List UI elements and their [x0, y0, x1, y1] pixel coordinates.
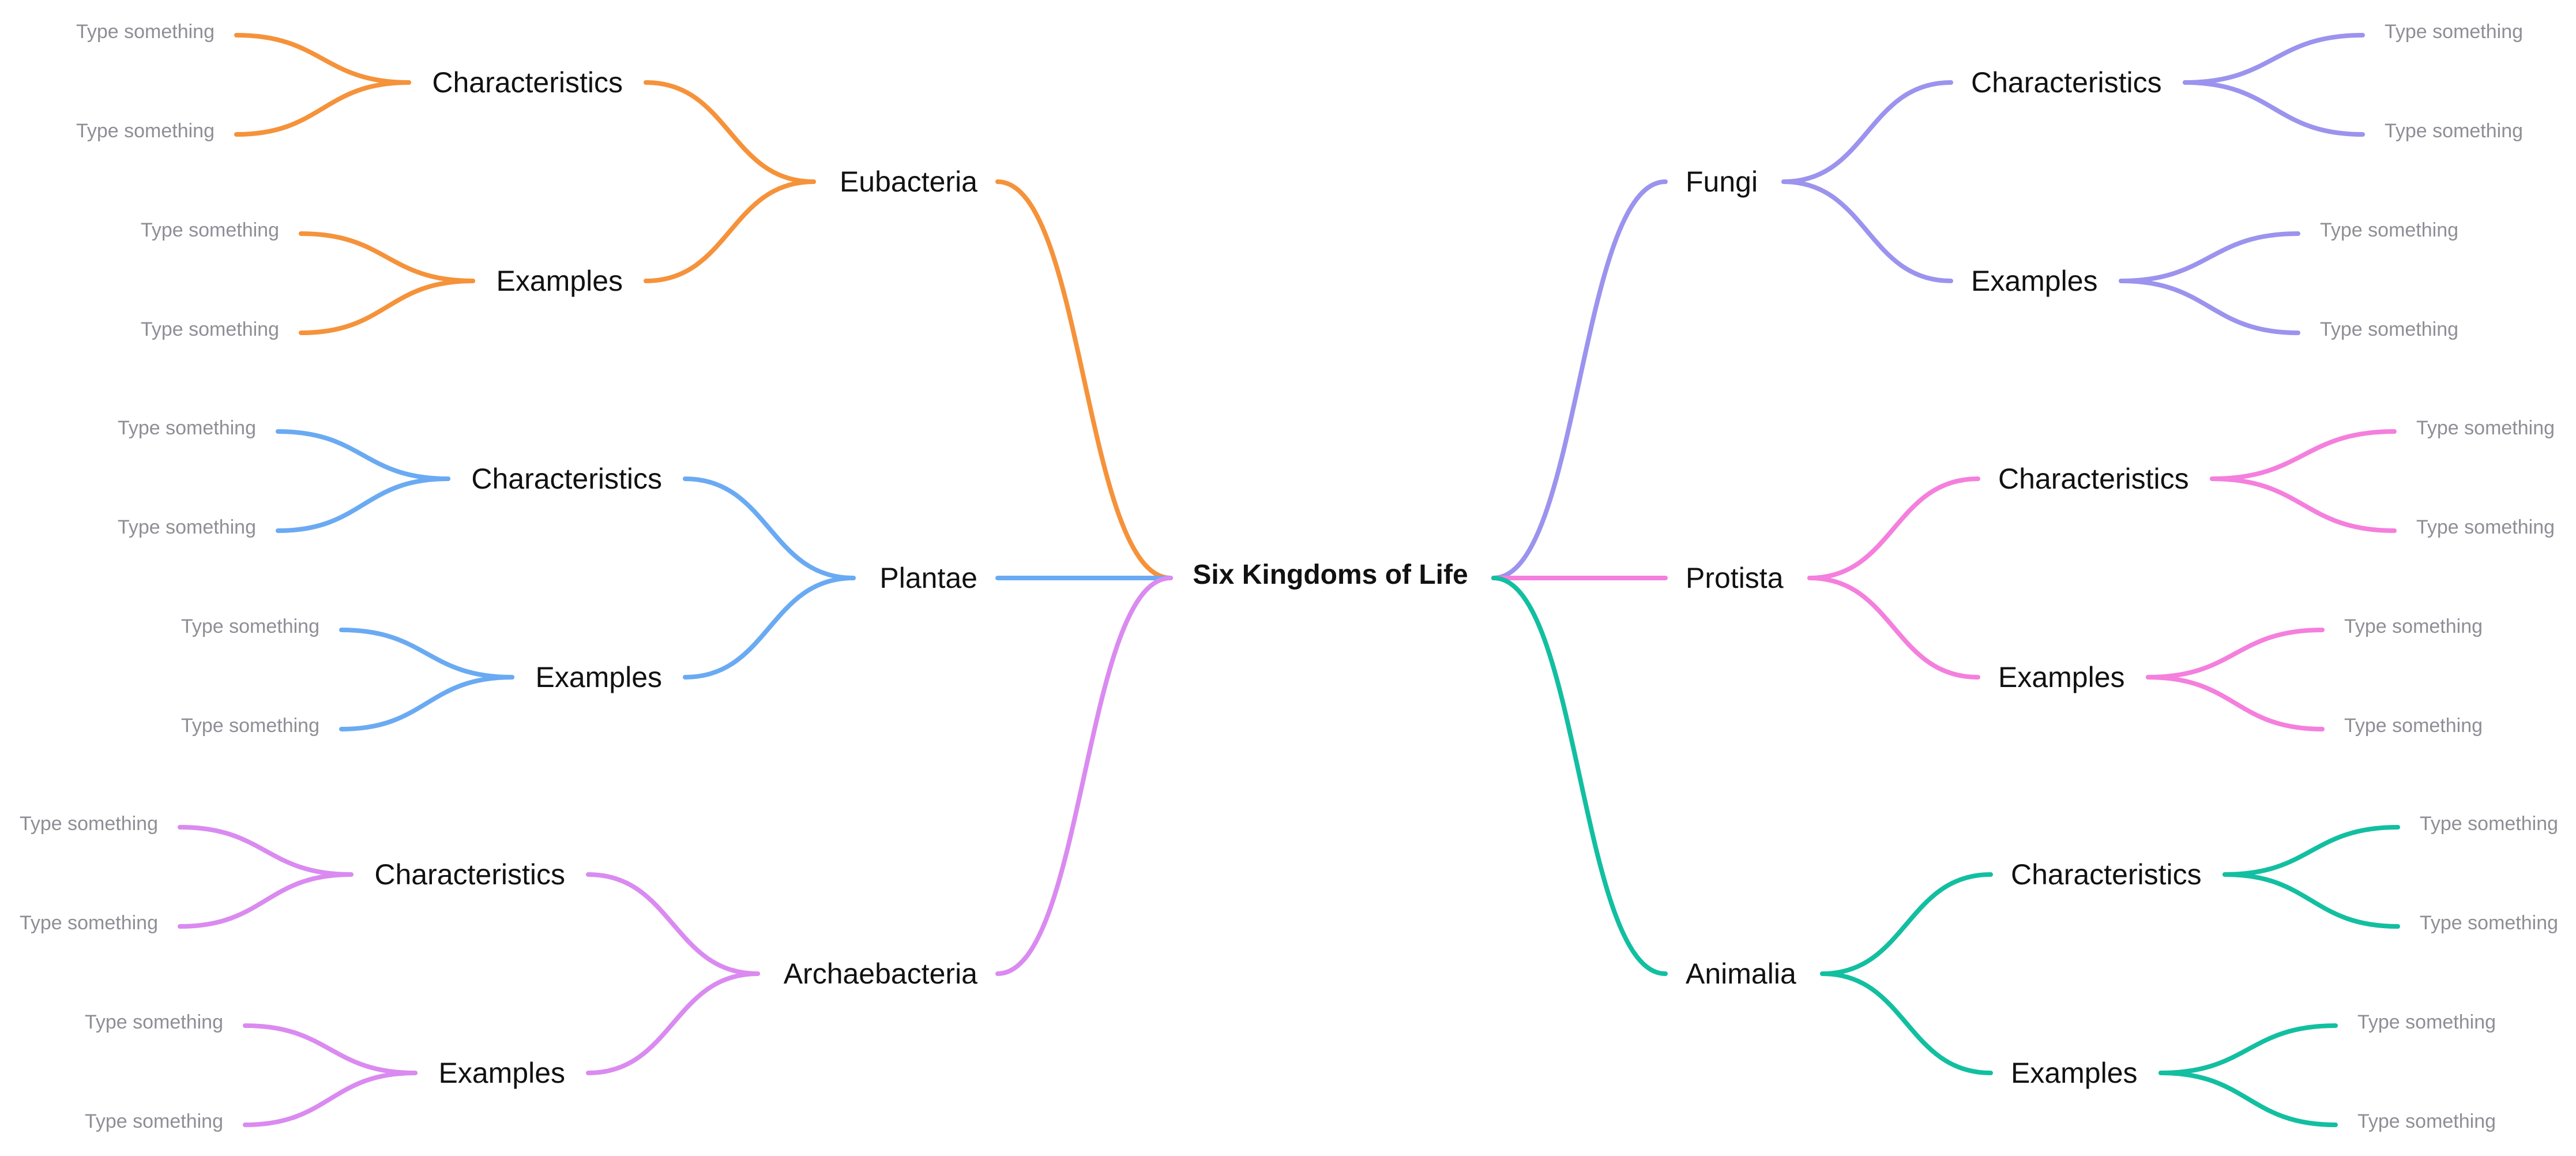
leaf-placeholder[interactable]: Type something	[2320, 318, 2459, 340]
leaf-placeholder[interactable]: Type something	[76, 21, 215, 43]
topic-to-leaf-connector	[339, 675, 514, 731]
kingdom-node-protista[interactable]: Protista	[1686, 562, 1784, 594]
leaf-placeholder[interactable]: Type something	[19, 813, 158, 835]
kingdom-to-topic-connector	[1807, 576, 1980, 680]
topic-to-leaf-connector	[2222, 825, 2400, 877]
leaf-placeholder[interactable]: Type something	[2320, 219, 2459, 241]
topic-characteristics[interactable]: Characteristics	[471, 463, 662, 495]
topic-to-leaf-connector	[2222, 872, 2400, 929]
root-to-kingdom-connector	[995, 576, 1173, 976]
topic-examples[interactable]: Examples	[2011, 1057, 2138, 1089]
kingdom-node-eubacteria[interactable]: Eubacteria	[839, 166, 977, 198]
central-topic[interactable]: Six Kingdoms of Life	[1193, 560, 1468, 590]
topic-to-leaf-connector	[234, 33, 411, 85]
leaf-placeholder[interactable]: Type something	[2420, 912, 2559, 934]
kingdom-node-animalia[interactable]: Animalia	[1686, 958, 1796, 990]
topic-characteristics[interactable]: Characteristics	[374, 858, 565, 891]
topic-examples[interactable]: Examples	[438, 1057, 565, 1089]
leaf-placeholder[interactable]: Type something	[76, 120, 215, 142]
topic-to-leaf-connector	[2146, 675, 2325, 731]
kingdom-to-topic-connector	[1781, 179, 1953, 283]
topic-examples[interactable]: Examples	[1998, 661, 2125, 693]
topic-to-leaf-connector	[2146, 628, 2325, 680]
topic-examples[interactable]: Examples	[1971, 265, 2098, 297]
topic-to-leaf-connector	[2158, 1023, 2338, 1075]
leaf-placeholder[interactable]: Type something	[2416, 516, 2555, 538]
topic-to-leaf-connector	[2119, 279, 2300, 335]
topic-to-leaf-connector	[243, 1023, 418, 1075]
leaf-placeholder[interactable]: Type something	[180, 615, 319, 637]
leaf-placeholder[interactable]: Type something	[2344, 715, 2483, 737]
leaf-placeholder[interactable]: Type something	[117, 417, 256, 439]
leaf-placeholder[interactable]: Type something	[140, 219, 279, 241]
leaf-placeholder[interactable]: Type something	[84, 1011, 223, 1033]
topic-to-leaf-connector	[2158, 1071, 2338, 1127]
topic-to-leaf-connector	[299, 279, 475, 335]
leaf-placeholder[interactable]: Type something	[2385, 120, 2524, 142]
kingdom-node-fungi[interactable]: Fungi	[1686, 166, 1758, 198]
leaf-placeholder[interactable]: Type something	[2385, 21, 2524, 43]
kingdom-to-topic-connector	[644, 179, 816, 283]
topic-to-leaf-connector	[276, 476, 450, 533]
topic-to-leaf-connector	[234, 80, 411, 137]
kingdom-to-topic-connector	[683, 576, 856, 680]
kingdom-node-archaebacteria[interactable]: Archaebacteria	[783, 958, 977, 990]
leaf-placeholder[interactable]: Type something	[2357, 1011, 2496, 1033]
topic-to-leaf-connector	[2183, 80, 2365, 137]
root-to-kingdom-connector	[1491, 179, 1668, 580]
leaf-placeholder[interactable]: Type something	[84, 1110, 223, 1132]
topic-to-leaf-connector	[2210, 476, 2397, 533]
kingdom-to-topic-connector	[683, 476, 856, 580]
topic-to-leaf-connector	[178, 872, 354, 929]
kingdom-to-topic-connector	[586, 872, 760, 976]
topic-characteristics[interactable]: Characteristics	[432, 66, 623, 99]
topic-examples[interactable]: Examples	[496, 265, 623, 297]
topic-to-leaf-connector	[2119, 231, 2300, 283]
leaf-placeholder[interactable]: Type something	[2344, 615, 2483, 637]
topic-characteristics[interactable]: Characteristics	[2011, 858, 2202, 891]
kingdom-to-topic-connector	[1820, 872, 1993, 976]
topic-characteristics[interactable]: Characteristics	[1971, 66, 2162, 99]
leaf-placeholder[interactable]: Type something	[180, 715, 319, 737]
root-to-kingdom-connector	[995, 179, 1173, 580]
topic-to-leaf-connector	[2210, 429, 2397, 481]
topic-to-leaf-connector	[339, 628, 514, 680]
kingdom-to-topic-connector	[1807, 476, 1980, 580]
kingdom-to-topic-connector	[1781, 80, 1953, 184]
kingdom-node-plantae[interactable]: Plantae	[879, 562, 977, 594]
topic-to-leaf-connector	[178, 825, 354, 877]
leaf-placeholder[interactable]: Type something	[2416, 417, 2555, 439]
topic-examples[interactable]: Examples	[535, 661, 662, 693]
topic-characteristics[interactable]: Characteristics	[1998, 463, 2189, 495]
topic-to-leaf-connector	[299, 231, 475, 283]
kingdom-to-topic-connector	[644, 80, 816, 184]
topic-to-leaf-connector	[2183, 33, 2365, 85]
leaf-placeholder[interactable]: Type something	[140, 318, 279, 340]
root-to-kingdom-connector	[1491, 576, 1668, 976]
leaf-placeholder[interactable]: Type something	[19, 912, 158, 934]
leaf-placeholder[interactable]: Type something	[117, 516, 256, 538]
kingdom-to-topic-connector	[586, 971, 760, 1075]
topic-to-leaf-connector	[243, 1071, 418, 1127]
leaf-placeholder[interactable]: Type something	[2357, 1110, 2496, 1132]
kingdom-to-topic-connector	[1820, 971, 1993, 1075]
leaf-placeholder[interactable]: Type something	[2420, 813, 2559, 835]
topic-to-leaf-connector	[276, 429, 450, 481]
